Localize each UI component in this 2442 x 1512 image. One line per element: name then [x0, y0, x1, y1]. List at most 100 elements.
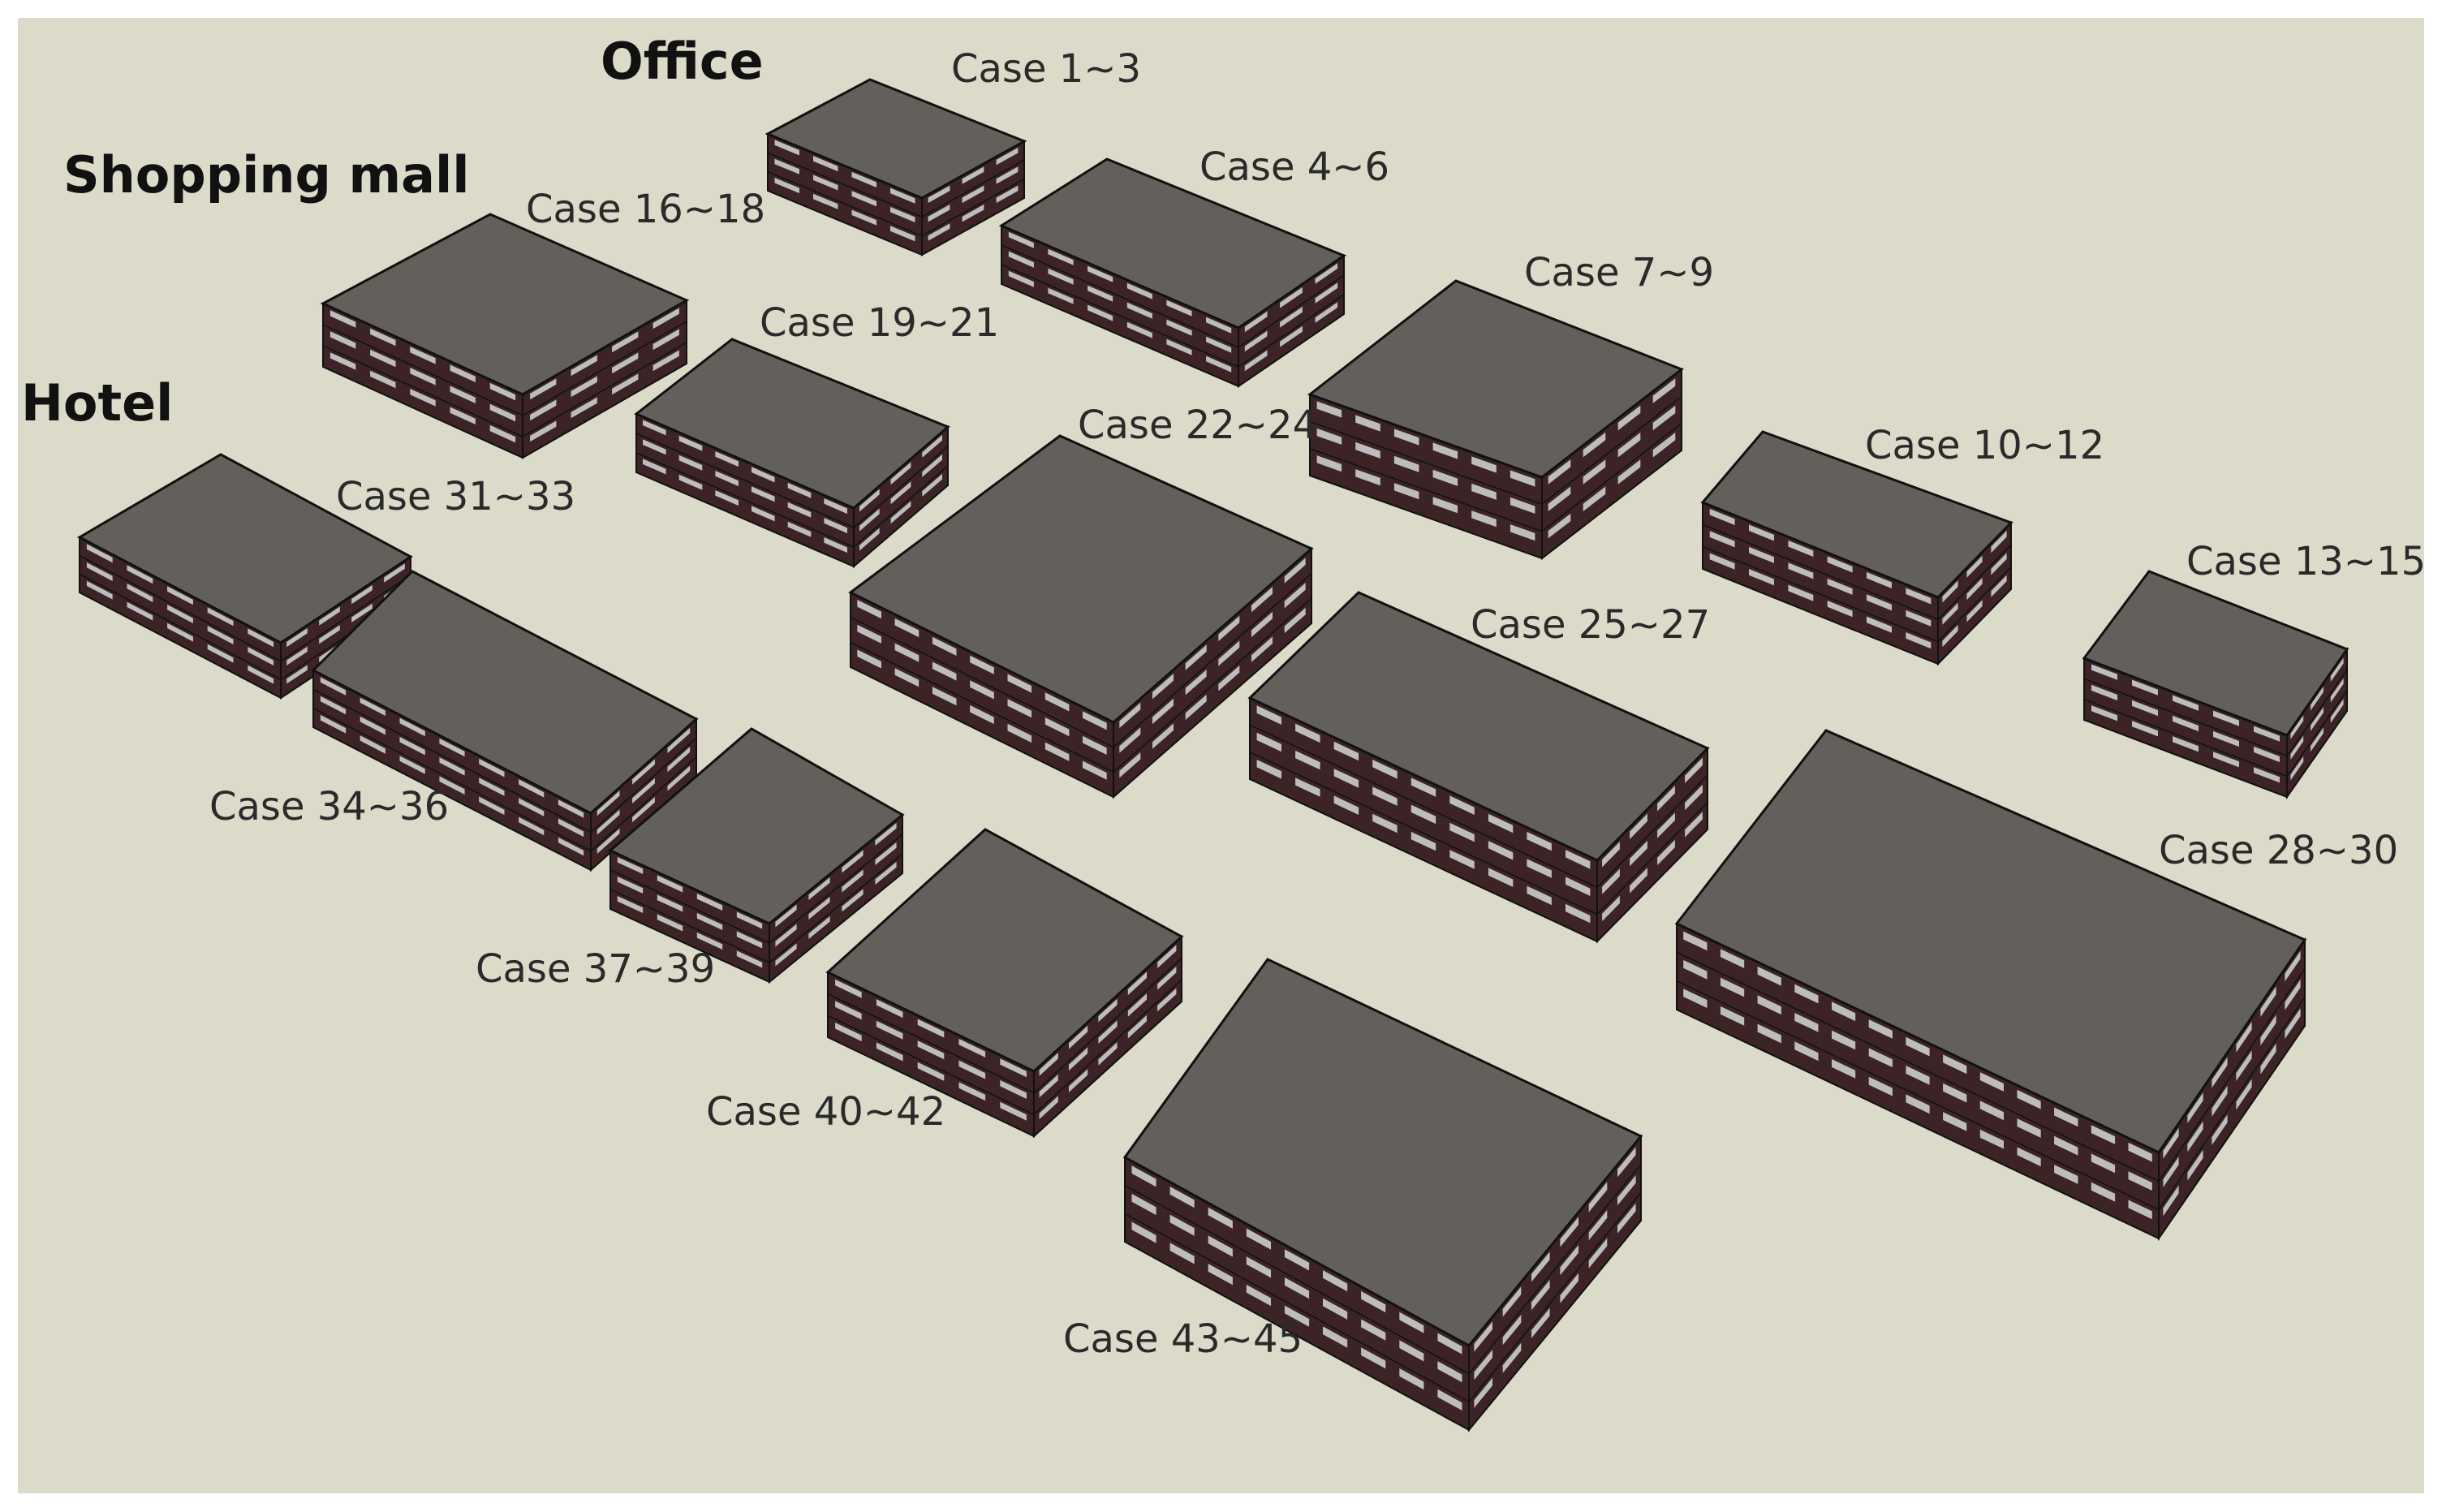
window	[1683, 959, 1708, 980]
roof	[1307, 279, 1685, 479]
window	[917, 1040, 945, 1060]
floor-line	[1033, 958, 1182, 1094]
window	[2213, 752, 2239, 768]
window	[922, 434, 942, 458]
window	[86, 580, 113, 600]
window	[450, 364, 476, 382]
window	[808, 877, 830, 900]
window	[1449, 850, 1475, 869]
window	[1527, 885, 1552, 906]
window	[890, 501, 911, 524]
window	[1007, 699, 1032, 718]
window	[2212, 1057, 2228, 1088]
window	[612, 352, 639, 374]
window	[571, 376, 597, 398]
window	[1749, 524, 1774, 541]
window	[657, 875, 683, 893]
window	[1432, 469, 1458, 486]
building-case-22-24	[848, 434, 1314, 799]
window	[696, 893, 723, 911]
window	[1583, 486, 1606, 512]
window	[1630, 840, 1647, 867]
window	[2285, 1008, 2301, 1039]
window	[1583, 459, 1606, 485]
window	[1449, 822, 1475, 842]
window	[86, 562, 113, 581]
window	[1218, 615, 1240, 642]
window	[1098, 1042, 1118, 1066]
window	[329, 331, 356, 349]
window	[479, 758, 505, 778]
case-label-16-18: Case 16~18	[526, 187, 765, 232]
window	[1361, 1290, 1386, 1313]
window	[678, 454, 703, 471]
window	[1000, 1101, 1027, 1121]
window	[530, 420, 557, 442]
window	[2091, 1153, 2116, 1174]
window	[1617, 459, 1641, 485]
window	[1355, 415, 1380, 432]
window	[1355, 469, 1380, 486]
window	[2254, 726, 2280, 742]
window	[1039, 1096, 1058, 1120]
window	[1942, 602, 1958, 625]
window	[1685, 812, 1703, 838]
window	[1867, 594, 1892, 611]
window	[1048, 268, 1074, 285]
window	[1131, 1165, 1156, 1187]
window	[2017, 1118, 2041, 1138]
window	[787, 482, 812, 498]
roof	[608, 727, 905, 925]
window	[842, 889, 864, 912]
window	[1868, 1019, 1893, 1039]
window	[1399, 1368, 1424, 1390]
window	[1794, 1013, 1819, 1032]
window	[890, 206, 915, 222]
window	[1588, 1182, 1608, 1213]
window	[667, 747, 691, 773]
window	[370, 349, 396, 368]
window	[2236, 1021, 2252, 1053]
roof	[848, 434, 1314, 724]
window	[286, 665, 308, 684]
window	[2173, 715, 2199, 732]
window	[859, 489, 880, 512]
window	[1657, 839, 1675, 866]
window	[597, 790, 620, 816]
floor-line	[79, 555, 282, 662]
floor-line	[312, 688, 592, 834]
window	[774, 140, 799, 156]
window	[1588, 1238, 1608, 1269]
window	[1617, 1203, 1636, 1234]
window	[519, 779, 545, 798]
window	[1169, 1243, 1195, 1264]
window	[2132, 721, 2158, 737]
floor-line	[1541, 395, 1682, 505]
window	[207, 607, 234, 627]
window	[1868, 1076, 1893, 1096]
window	[1044, 742, 1070, 761]
window	[1244, 350, 1268, 372]
floor-line	[1249, 724, 1598, 889]
floor-line	[850, 641, 1114, 773]
building-case-10-12	[1700, 430, 2013, 666]
window	[1323, 1270, 1348, 1292]
window	[1617, 405, 1641, 431]
window	[1867, 616, 1892, 633]
window	[808, 896, 830, 920]
building-case-34-36	[311, 570, 699, 872]
window	[1083, 760, 1107, 780]
window	[1657, 812, 1675, 838]
window	[736, 931, 763, 949]
window	[890, 462, 911, 485]
window	[612, 331, 639, 353]
window	[127, 601, 153, 621]
window	[1617, 1175, 1636, 1206]
window	[652, 308, 679, 330]
window	[439, 738, 465, 757]
window	[1083, 711, 1107, 730]
floor-line	[1468, 1191, 1642, 1402]
window	[1685, 784, 1703, 811]
window	[1437, 1333, 1462, 1355]
window	[2163, 1157, 2179, 1187]
